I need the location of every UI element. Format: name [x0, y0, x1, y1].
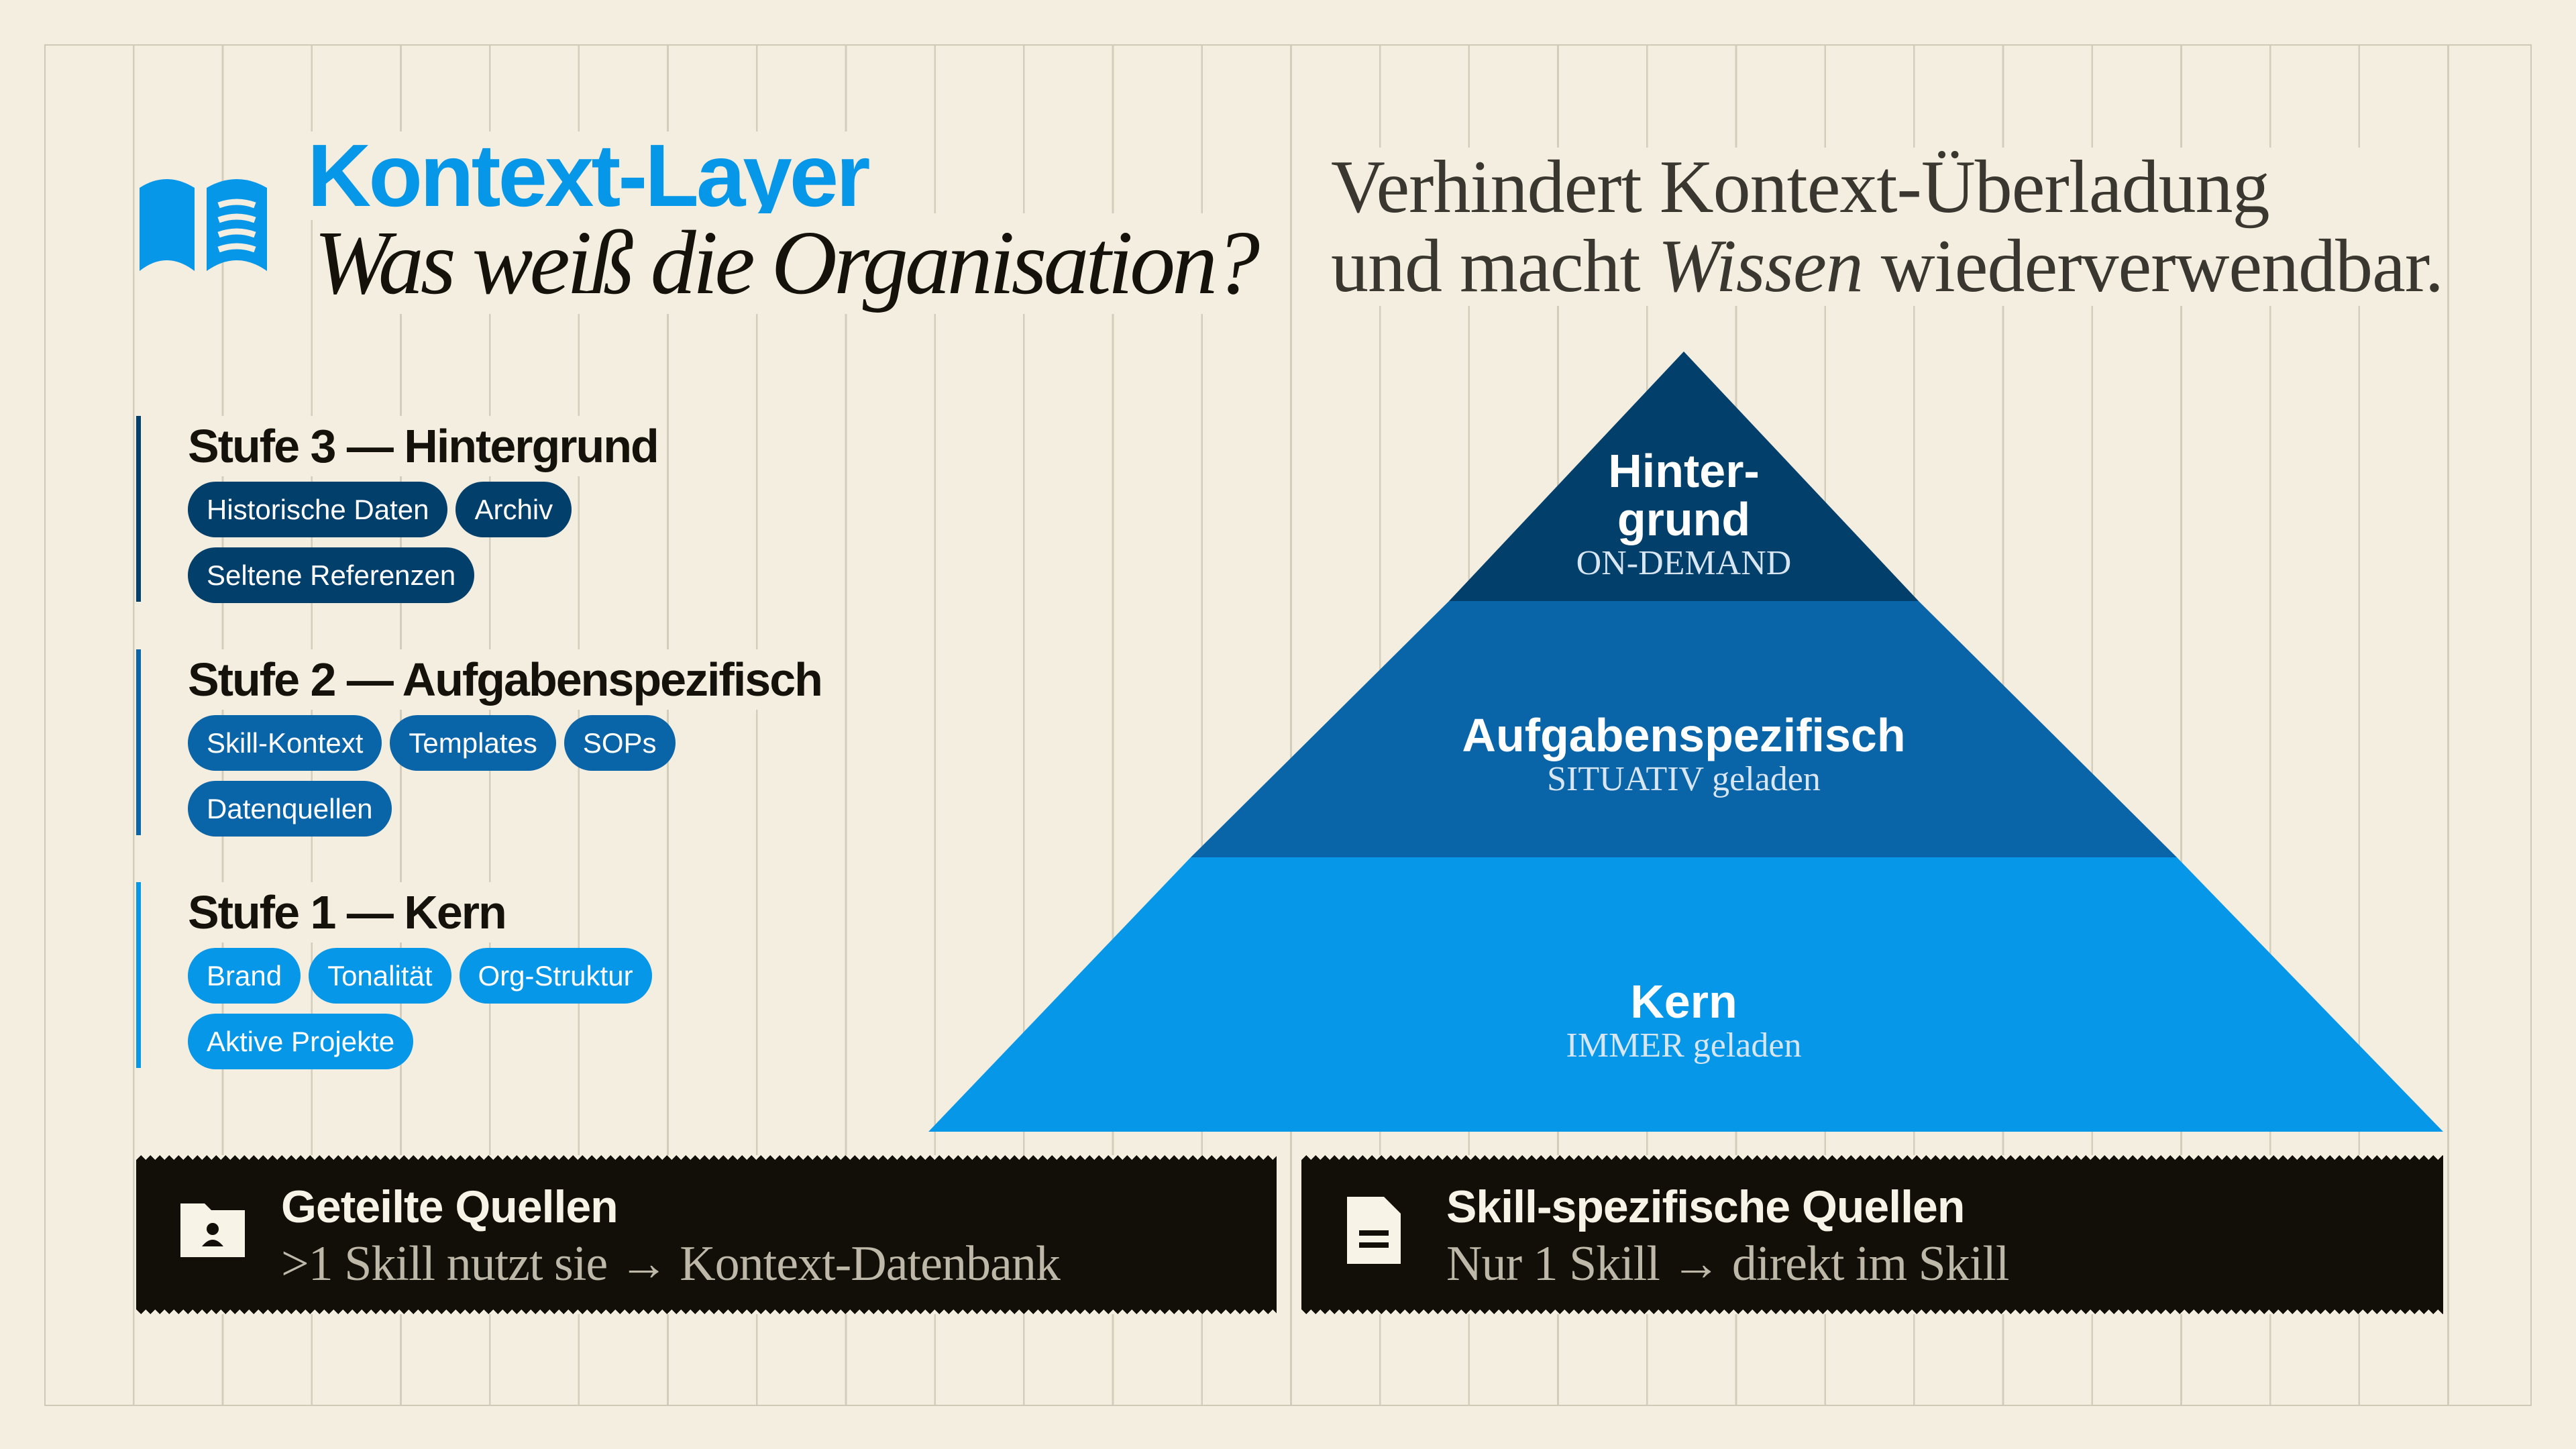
stage-title: Stufe 2 — Aufgabenspezifisch: [188, 649, 823, 710]
page-subtitle: Was weiß die Organisation?: [314, 213, 1260, 314]
tagline-emphasis: Wissen: [1658, 225, 1864, 308]
pyramid-top-label: Hinter- grund ON-DEMAND: [1348, 447, 2019, 583]
chip: Org-Struktur: [459, 948, 652, 1004]
layer-subtitle: ON-DEMAND: [1576, 544, 1792, 582]
layer-title: Hinter-: [1608, 445, 1760, 497]
tagline: Verhindert Kontext-Überladung und macht …: [1331, 146, 2444, 308]
stage-title: Stufe 1 — Kern: [188, 882, 507, 943]
source-title: Geteilte Quellen: [281, 1181, 619, 1232]
chip: Templates: [390, 715, 556, 771]
layer-title: Aufgabenspezifisch: [1462, 709, 1906, 761]
open-book-icon: [140, 179, 267, 271]
layer-title: grund: [1617, 493, 1751, 545]
tagline-text: wiederverwendbar.: [1862, 225, 2444, 308]
source-subtitle: >1 Skill nutzt sie → Kontext-Datenbank: [281, 1236, 1061, 1291]
chip: Datenquellen: [188, 781, 392, 837]
chip: SOPs: [564, 715, 676, 771]
pyramid-middle: [1191, 601, 2177, 857]
chip: Aktive Projekte: [188, 1014, 414, 1069]
page-title: Kontext-Layer: [307, 126, 871, 225]
tagline-line2: und macht Wissen wiederverwendbar.: [1331, 225, 2444, 308]
layer-subtitle: SITUATIV geladen: [1547, 760, 1821, 798]
chip: Tonalität: [309, 948, 451, 1004]
chip: Historische Daten: [188, 482, 448, 537]
source-subtitle: Nur 1 Skill → direkt im Skill: [1446, 1236, 2009, 1291]
shared-sources-box: Geteilte Quellen >1 Skill nutzt sie → Ko…: [136, 1155, 1277, 1314]
pyramid-top: [1449, 352, 1919, 601]
tagline-text: und macht: [1331, 225, 1658, 308]
stage-title: Stufe 3 — Hintergrund: [188, 416, 659, 476]
layer-subtitle: IMMER geladen: [1566, 1026, 1802, 1065]
source-title: Skill-spezifische Quellen: [1446, 1181, 1965, 1232]
chip: Brand: [188, 948, 301, 1004]
stage-2: Stufe 2 — Aufgabenspezifisch Skill-Konte…: [136, 649, 941, 837]
shared-folder-icon: [180, 1203, 245, 1257]
tagline-line1: Verhindert Kontext-Überladung: [1331, 146, 2270, 229]
pyramid-bottom-label: Kern IMMER geladen: [1348, 977, 2019, 1065]
chip: Skill-Kontext: [188, 715, 382, 771]
chip: Seltene Referenzen: [188, 547, 475, 603]
document-icon: [1347, 1197, 1401, 1264]
layer-title: Kern: [1630, 975, 1737, 1028]
pyramid-bottom: [928, 857, 2443, 1132]
skill-sources-box: Skill-spezifische Quellen Nur 1 Skill → …: [1301, 1155, 2443, 1314]
chip: Archiv: [455, 482, 572, 537]
pyramid-middle-label: Aufgabenspezifisch SITUATIV geladen: [1348, 711, 2019, 799]
